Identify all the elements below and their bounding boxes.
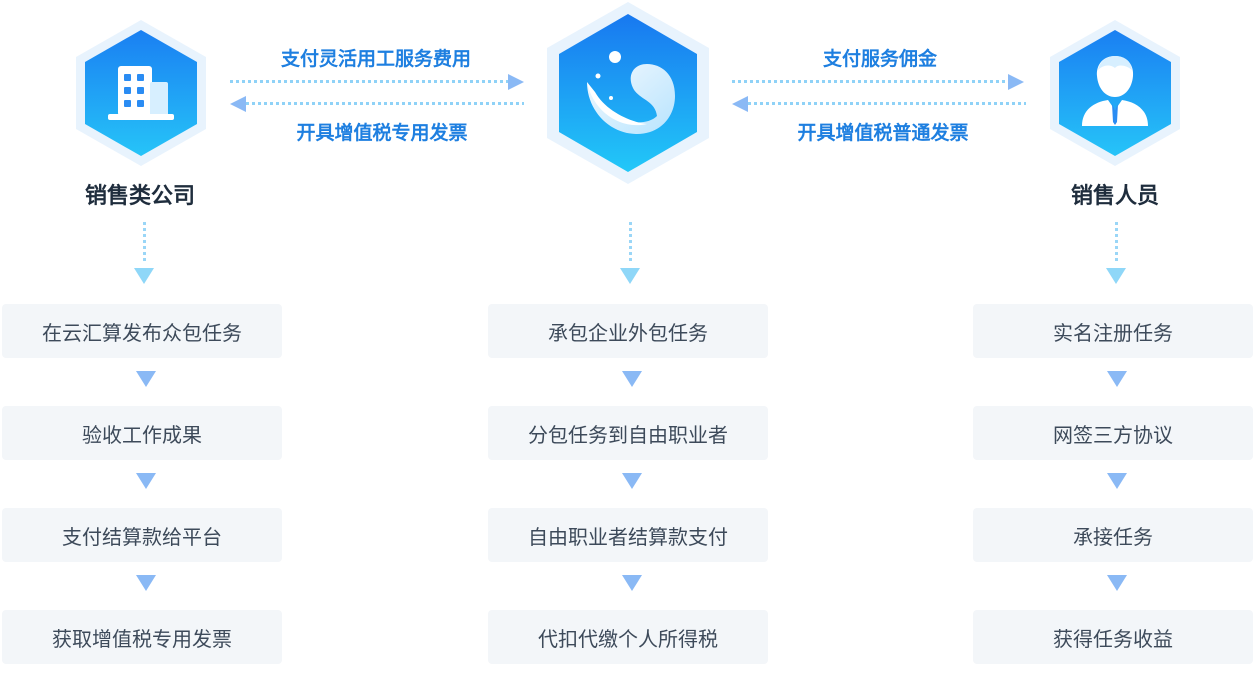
flow-label-pay-service-fee: 支付灵活用工服务费用: [280, 48, 471, 70]
step-company-1: 在云汇算发布众包任务: [2, 304, 282, 358]
down-arrow-icon: [620, 268, 640, 284]
step-salesperson-3: 承接任务: [973, 508, 1253, 562]
step-platform-2: 分包任务到自由职业者: [488, 406, 768, 460]
connector-center: [629, 222, 632, 262]
arrow-line-left: [246, 102, 524, 105]
platform-hexagon: [547, 2, 709, 184]
step-arrow-icon: [136, 575, 156, 591]
step-arrow-icon: [622, 371, 642, 387]
arrow-left-icon: [230, 96, 246, 112]
arrow-line-right-2: [732, 80, 1010, 83]
arrow-left-icon: [732, 96, 748, 112]
step-company-2: 验收工作成果: [2, 406, 282, 460]
arrow-right-icon: [508, 74, 524, 90]
step-company-4: 获取增值税专用发票: [2, 610, 282, 664]
company-label: 销售类公司: [84, 184, 195, 209]
flow-label-general-invoice: 开具增值税普通发票: [797, 122, 969, 144]
step-arrow-icon: [136, 371, 156, 387]
platform-logo-icon: [587, 51, 675, 134]
building-icon: [108, 66, 174, 120]
down-arrow-icon: [134, 268, 154, 284]
step-arrow-icon: [1107, 575, 1127, 591]
step-platform-1: 承包企业外包任务: [488, 304, 768, 358]
down-arrow-icon: [1106, 268, 1126, 284]
arrow-line-right: [230, 80, 510, 83]
step-arrow-icon: [622, 575, 642, 591]
person-icon: [1082, 56, 1148, 126]
step-platform-3: 自由职业者结算款支付: [488, 508, 768, 562]
step-arrow-icon: [622, 473, 642, 489]
arrow-line-left-2: [748, 102, 1026, 105]
step-arrow-icon: [1107, 371, 1127, 387]
step-salesperson-4: 获得任务收益: [973, 610, 1253, 664]
arrow-right-icon: [1008, 74, 1024, 90]
salesperson-hexagon: [1050, 20, 1180, 166]
step-platform-4: 代扣代缴个人所得税: [488, 610, 768, 664]
flow-label-special-invoice: 开具增值税专用发票: [296, 122, 468, 144]
connector-right: [1115, 222, 1118, 262]
step-arrow-icon: [136, 473, 156, 489]
flow-label-pay-commission: 支付服务佣金: [822, 48, 937, 70]
salesperson-label: 销售人员: [1070, 184, 1159, 209]
company-hexagon: [76, 20, 206, 166]
step-salesperson-1: 实名注册任务: [973, 304, 1253, 358]
step-company-3: 支付结算款给平台: [2, 508, 282, 562]
step-arrow-icon: [1107, 473, 1127, 489]
step-salesperson-2: 网签三方协议: [973, 406, 1253, 460]
connector-left: [143, 222, 146, 262]
